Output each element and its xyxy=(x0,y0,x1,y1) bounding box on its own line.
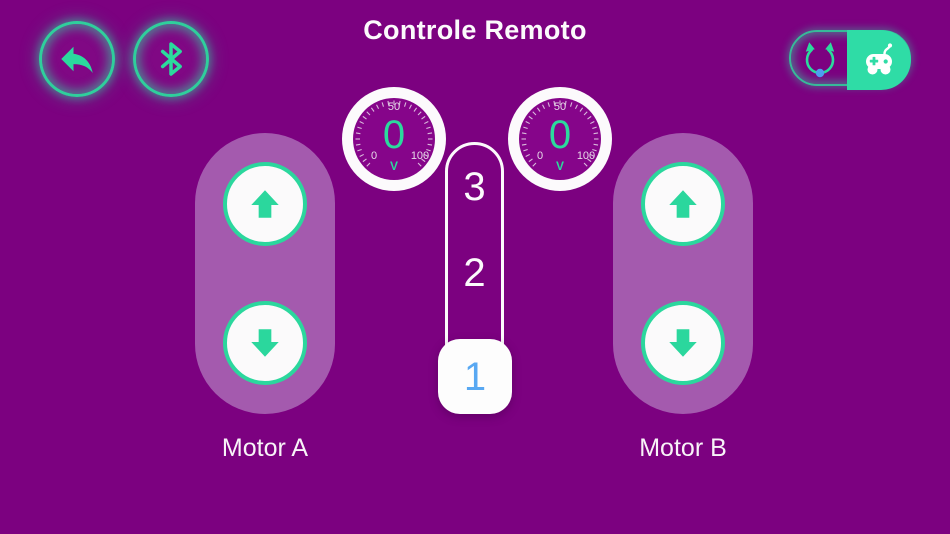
tilt-mode-option[interactable] xyxy=(791,32,849,84)
gear-option-1-selected[interactable]: 1 xyxy=(438,339,512,414)
voltage-gauge-right: 50 0 100 0 V xyxy=(508,87,612,191)
back-button[interactable] xyxy=(39,21,115,97)
gamepad-icon xyxy=(866,43,893,75)
gear-option-3[interactable]: 3 xyxy=(463,165,486,209)
motor-a-label: Motor A xyxy=(221,434,309,462)
down-arrow-icon xyxy=(251,329,279,357)
up-arrow-icon xyxy=(251,190,279,218)
gauge-scale-label: 50 xyxy=(387,101,401,113)
motor-a-down-button[interactable] xyxy=(223,301,307,385)
motor-a-panel xyxy=(195,133,335,414)
up-arrow-icon xyxy=(669,190,697,218)
gauge-scale-label: 100 xyxy=(410,150,430,162)
motor-a-up-button[interactable] xyxy=(223,162,307,246)
gauge-scale-label: 0 xyxy=(536,150,544,162)
control-mode-toggle xyxy=(789,30,911,90)
down-arrow-icon xyxy=(669,329,697,357)
gauge-ticks xyxy=(355,100,433,167)
voltage-gauge-left: 50 0 100 0 V xyxy=(342,87,446,191)
gauge-face xyxy=(519,98,601,180)
gauge-scale-label: 100 xyxy=(576,150,596,162)
gauge-scale-label: 50 xyxy=(553,101,567,113)
gauge-needle: V xyxy=(555,159,564,173)
motor-b-down-button[interactable] xyxy=(641,301,725,385)
gauge-scale-label: 0 xyxy=(370,150,378,162)
bluetooth-button[interactable] xyxy=(133,21,209,97)
motor-b-label: Motor B xyxy=(639,434,727,462)
bluetooth-icon xyxy=(160,42,182,76)
gauge-needle: V xyxy=(389,159,398,173)
page-title: Controle Remoto xyxy=(363,15,587,45)
gear-option-2[interactable]: 2 xyxy=(463,251,486,295)
gauge-value: 0 xyxy=(382,113,406,157)
gamepad-mode-option-selected[interactable] xyxy=(847,30,911,90)
gauge-face xyxy=(353,98,435,180)
gear-selected-label: 1 xyxy=(463,354,487,399)
motor-b-panel xyxy=(613,133,753,414)
tilt-control-icon xyxy=(805,42,835,78)
gauge-ticks xyxy=(521,100,599,167)
back-arrow-icon xyxy=(61,46,93,73)
gauge-value: 0 xyxy=(548,113,572,157)
motor-b-up-button[interactable] xyxy=(641,162,725,246)
